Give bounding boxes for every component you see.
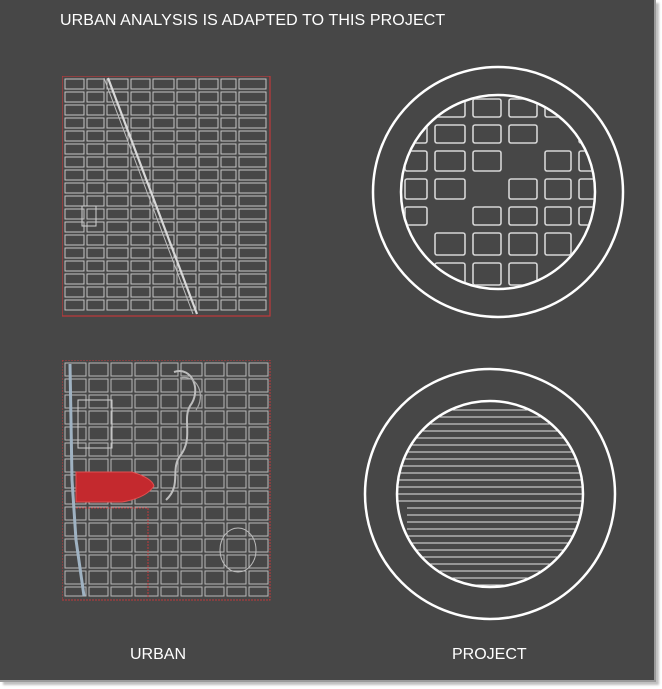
diagram-title: URBAN ANALYSIS IS ADAPTED TO THIS PROJEC… bbox=[60, 12, 446, 29]
urban-site-map-bottom bbox=[62, 360, 271, 601]
caption-project: PROJECT bbox=[452, 646, 527, 663]
urban-grid-map-top bbox=[62, 76, 271, 317]
caption-urban: URBAN bbox=[130, 646, 187, 663]
project-lines-circle bbox=[363, 367, 617, 621]
project-grid-circle bbox=[371, 65, 625, 319]
project-site-highlight bbox=[75, 471, 155, 503]
